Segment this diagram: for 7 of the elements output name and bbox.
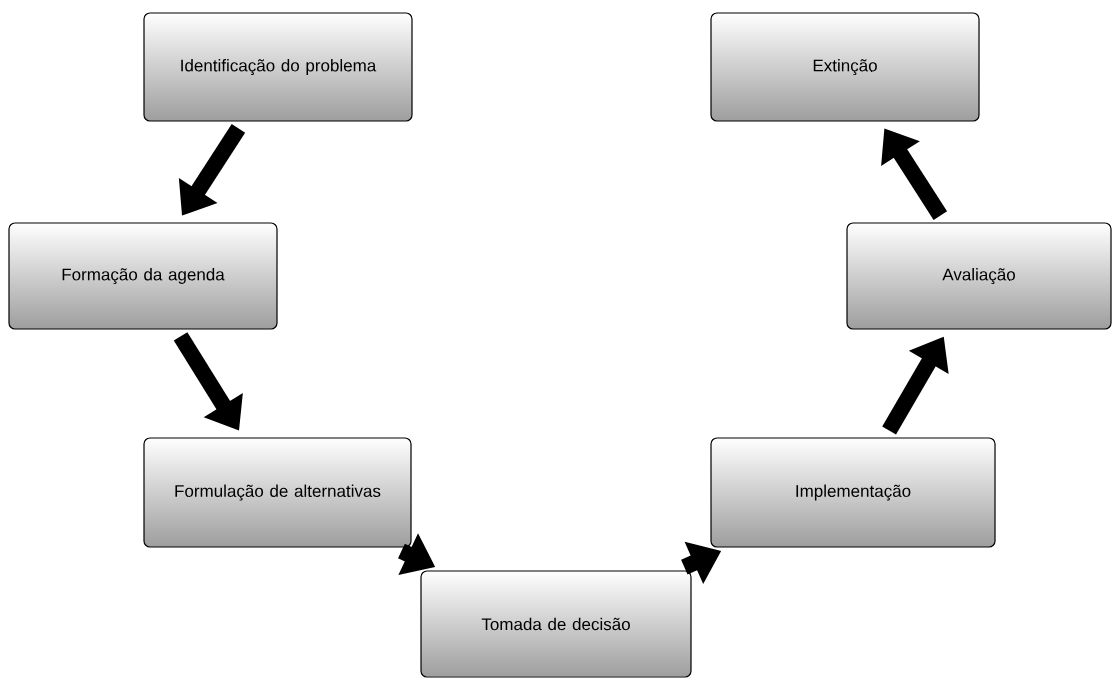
process-box: Implementação [710, 437, 996, 548]
process-box: Identificação do problema [143, 12, 413, 122]
process-box: Tomada de decisão [420, 570, 692, 678]
process-box: Formulação de alternativas [143, 437, 412, 548]
process-box: Extinção [710, 12, 980, 122]
process-box: Avaliação [846, 222, 1112, 330]
process-box: Formação da agenda [8, 222, 278, 330]
